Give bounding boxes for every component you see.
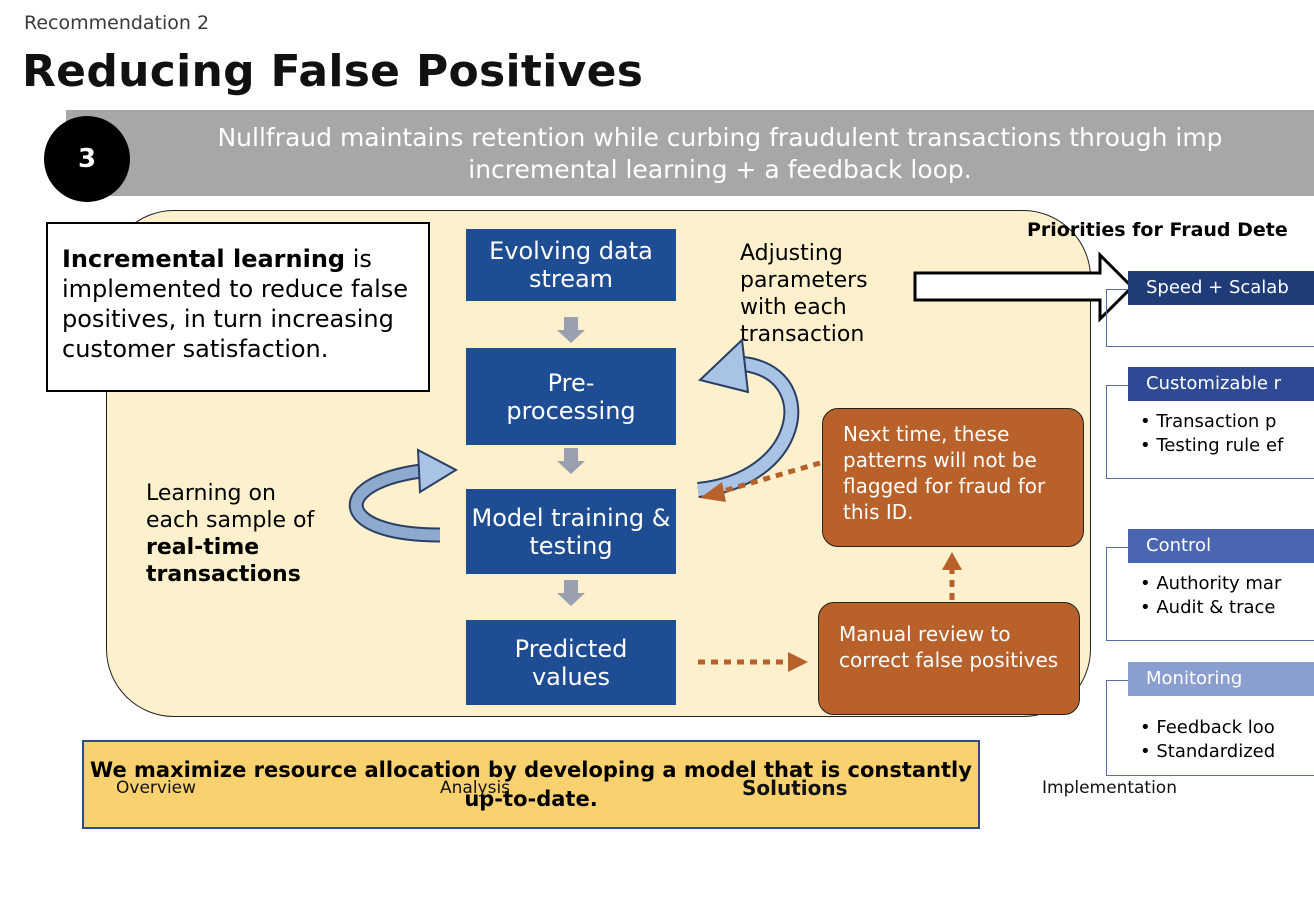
nav-analysis[interactable]: Analysis (440, 778, 511, 798)
step-number-badge: 3 (44, 116, 130, 202)
priority-bullet: • Transaction p (1140, 411, 1277, 432)
priority-bullet: • Audit & trace (1140, 597, 1276, 618)
priority-header-control: Control (1128, 529, 1314, 563)
next-time-note: Next time, these patterns will not be fl… (822, 408, 1084, 547)
manual-review-note: Manual review to correct false positives (818, 602, 1080, 715)
priority-header-speed: Speed + Scalab (1128, 271, 1314, 305)
callout-bold: Incremental learning (62, 245, 346, 273)
nav-implementation[interactable]: Implementation (1042, 778, 1177, 798)
callout-text: is implemented to reduce false positives… (62, 245, 409, 363)
flow-step-model-training: Model training & testing (466, 489, 676, 574)
dotted-arrowhead-icon (942, 552, 962, 570)
down-arrow-icon (557, 448, 585, 474)
down-arrow-icon (557, 580, 585, 606)
incremental-learning-callout: Incremental learning is implemented to r… (46, 222, 430, 392)
learning-label: Learning on each sample of real-time tra… (146, 480, 316, 588)
nav-solutions[interactable]: Solutions (742, 776, 848, 800)
priority-bullet: • Standardized (1140, 741, 1276, 762)
summary-statement: We maximize resource allocation by devel… (82, 740, 980, 829)
flow-step-label: Evolving data stream (489, 237, 653, 293)
adjusting-parameters-label: Adjusting parameters with each transacti… (740, 241, 868, 347)
priority-header-monitoring: Monitoring (1128, 662, 1314, 696)
dotted-arrowhead-icon (788, 652, 808, 672)
page-title: Reducing False Positives (22, 46, 644, 97)
flow-step-label-1: Pre- (547, 368, 595, 397)
learning-label-bold: real-time transactions (146, 535, 301, 587)
flow-step-label-2: processing (506, 396, 636, 425)
flow-step-label: Model training & testing (471, 503, 671, 560)
banner-line-2: incremental learning + a feedback loop. (468, 155, 972, 184)
loop-arrowhead-icon (697, 337, 750, 394)
banner-line-1: Nullfraud maintains retention while curb… (217, 123, 1223, 152)
eyebrow-label: Recommendation 2 (24, 12, 210, 34)
hollow-right-arrow-icon (913, 251, 1135, 323)
flow-step-predicted-values: Predicted values (466, 620, 676, 705)
priority-header-customizable: Customizable r (1128, 367, 1314, 401)
banner (66, 110, 1314, 196)
learning-arrowhead-icon (416, 448, 459, 494)
down-arrow-icon (557, 317, 585, 343)
priority-bullet: • Feedback loo (1140, 717, 1275, 738)
priorities-title: Priorities for Fraud Dete (1027, 219, 1288, 241)
priority-bullet: • Testing rule ef (1140, 435, 1284, 456)
learning-label-plain: Learning on each sample of (146, 481, 315, 533)
flow-step-label: Predicted values (514, 634, 628, 691)
dotted-arrowhead-icon (700, 482, 726, 502)
banner-text: Nullfraud maintains retention while curb… (120, 122, 1314, 186)
flow-step-preprocessing: Pre- processing (466, 348, 676, 445)
flow-step-data-stream: Evolving data stream (466, 229, 676, 301)
priority-bullet: • Authority mar (1140, 573, 1282, 594)
nav-overview[interactable]: Overview (116, 778, 197, 798)
